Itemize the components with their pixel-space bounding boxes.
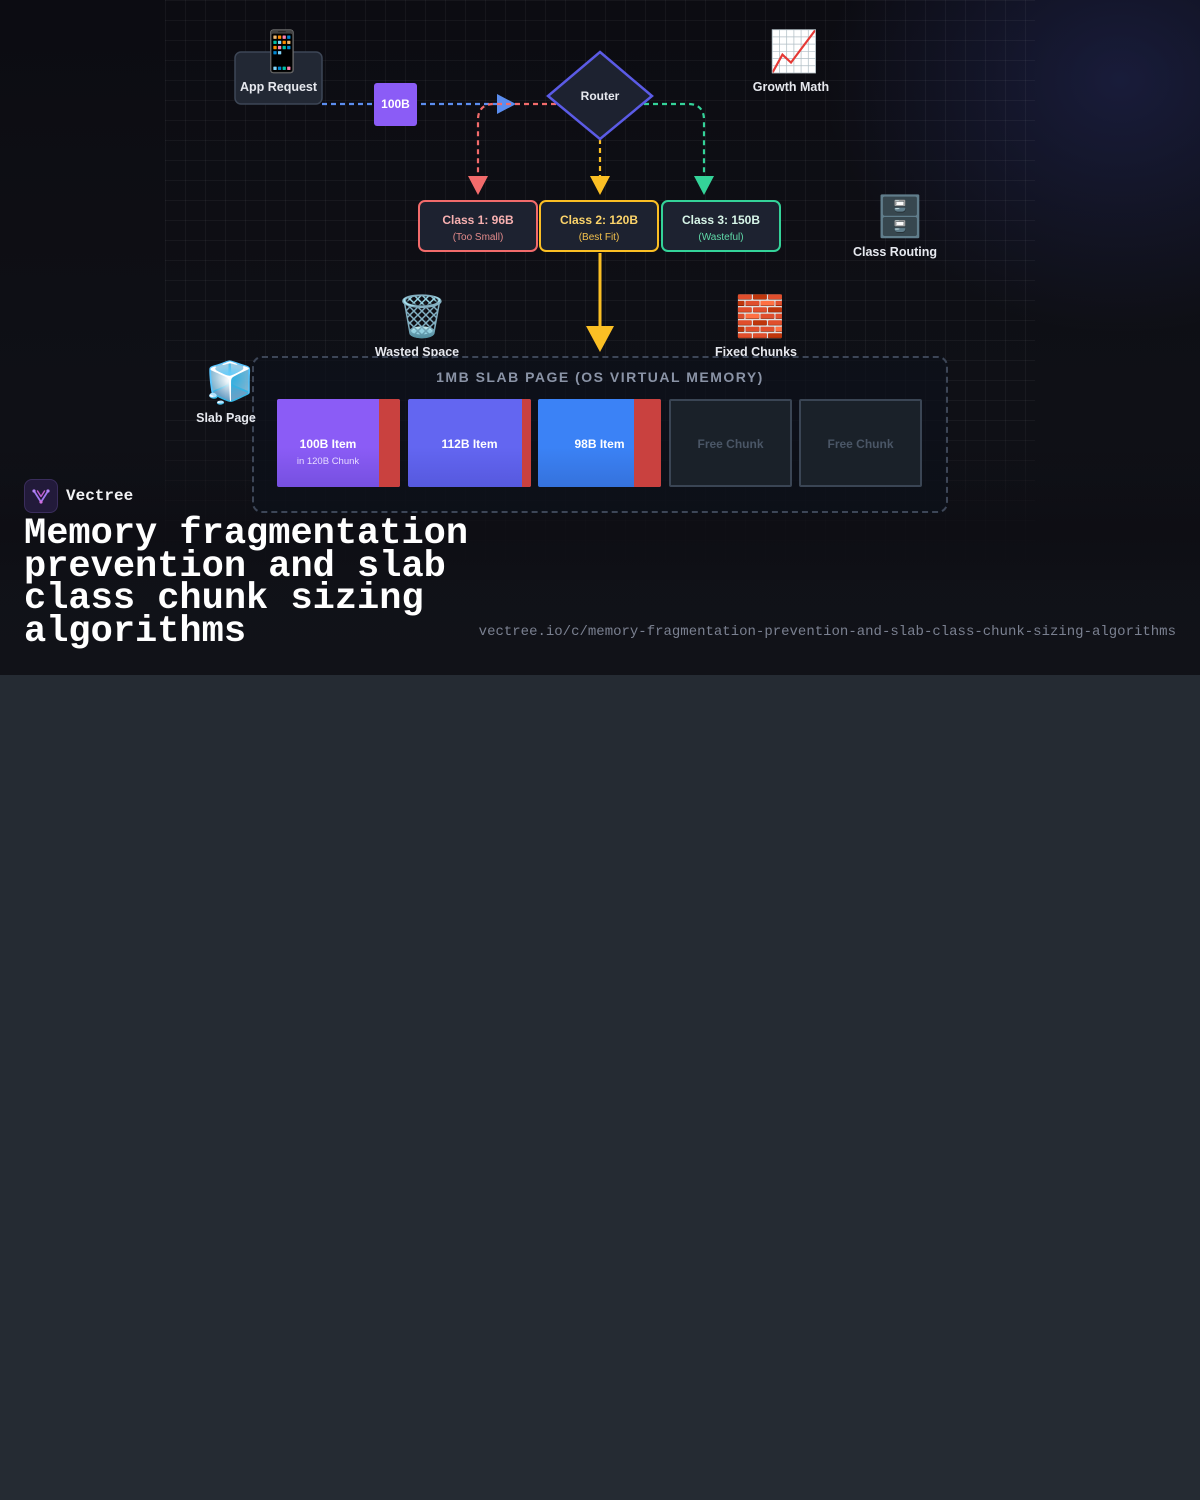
class-box-1: Class 1: 96B (Too Small) bbox=[418, 200, 538, 252]
ice-cube-icon: 🧊 bbox=[205, 361, 255, 405]
chunk-3-wasted-space bbox=[634, 399, 661, 487]
payload-box bbox=[374, 83, 417, 126]
route-line-class-1 bbox=[476, 102, 556, 178]
chart-increasing-icon: 📈 bbox=[769, 30, 819, 74]
class-2-subtitle: (Best Fit) bbox=[578, 232, 620, 243]
router-diamond bbox=[546, 50, 654, 141]
chunk-3-label: 98B Item bbox=[574, 437, 625, 451]
slab-chunk-1: 100B Item in 120B Chunk bbox=[277, 399, 400, 487]
route-arrow-class-3 bbox=[694, 176, 714, 195]
chunk-1-label: 100B Item bbox=[299, 437, 357, 451]
slab-chunk-2: 112B Item bbox=[408, 399, 531, 487]
class-1-title: Class 1: 96B bbox=[442, 213, 514, 227]
page-title: Memory fragmentation prevention and slab… bbox=[24, 513, 469, 653]
chunk-1-wasted-space bbox=[379, 399, 400, 487]
route-line-class-3 bbox=[644, 102, 706, 178]
app-request-box bbox=[234, 51, 323, 105]
class-3-subtitle: (Wasteful) bbox=[698, 232, 744, 243]
class-routing-label: Class Routing bbox=[852, 245, 938, 259]
wastebasket-icon: 🗑️ bbox=[397, 295, 447, 339]
chunk-5-label: Free Chunk bbox=[827, 437, 894, 451]
router-label: Router bbox=[580, 89, 620, 103]
brand: Vectree bbox=[24, 479, 133, 513]
app-request-label: App Request bbox=[239, 80, 318, 94]
chunk-2-wasted-space bbox=[522, 399, 531, 487]
file-cabinet-icon: 🗄️ bbox=[875, 195, 925, 239]
brand-name: Vectree bbox=[66, 487, 134, 505]
class-box-2: Class 2: 120B (Best Fit) bbox=[539, 200, 659, 252]
wasted-space-label: Wasted Space bbox=[374, 345, 460, 359]
class-1-subtitle: (Too Small) bbox=[452, 232, 504, 243]
class-box-3: Class 3: 150B (Wasteful) bbox=[661, 200, 781, 252]
route-arrow-class-1 bbox=[468, 176, 488, 195]
slab-chunk-3: 98B Item bbox=[538, 399, 661, 487]
allocate-arrow-head bbox=[586, 326, 614, 352]
bricks-icon: 🧱 bbox=[735, 295, 785, 339]
diagram-card: 📱 App Request 100B Router 📈 Growth Math … bbox=[0, 0, 1200, 675]
chunk-2-label: 112B Item bbox=[441, 437, 498, 451]
slab-page-title: 1MB SLAB PAGE (OS VIRTUAL MEMORY) bbox=[436, 369, 764, 385]
diagram-connectors bbox=[234, 50, 714, 352]
route-arrow-class-2 bbox=[590, 176, 610, 195]
slab-chunk-5: Free Chunk bbox=[799, 399, 922, 487]
mobile-phone-icon: 📱 bbox=[257, 30, 307, 74]
chunk-1-sublabel: in 120B Chunk bbox=[296, 456, 360, 467]
vectree-logo-icon bbox=[24, 479, 58, 513]
page-url: vectree.io/c/memory-fragmentation-preven… bbox=[478, 624, 1176, 640]
fixed-chunks-label: Fixed Chunks bbox=[715, 345, 797, 359]
class-2-title: Class 2: 120B bbox=[559, 213, 639, 227]
payload-label: 100B bbox=[381, 97, 410, 111]
slab-chunk-4: Free Chunk bbox=[669, 399, 792, 487]
class-3-title: Class 3: 150B bbox=[681, 213, 761, 227]
chunk-4-label: Free Chunk bbox=[697, 437, 764, 451]
slab-page-label: Slab Page bbox=[196, 411, 256, 425]
growth-math-label: Growth Math bbox=[752, 80, 830, 94]
